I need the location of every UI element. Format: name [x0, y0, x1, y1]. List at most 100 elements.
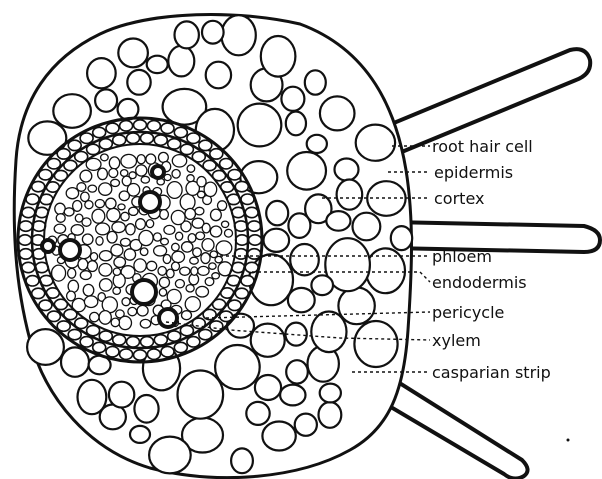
cell	[319, 402, 342, 428]
cell	[124, 249, 135, 260]
cell	[307, 135, 327, 153]
label-epidermis: epidermis	[434, 163, 513, 182]
xylem-vessel	[159, 309, 177, 327]
cell	[134, 350, 147, 360]
cell	[146, 220, 153, 228]
cell	[111, 318, 119, 327]
cell	[75, 214, 83, 222]
cell	[127, 70, 150, 95]
label-cortex: cortex	[434, 189, 484, 208]
cell	[209, 263, 216, 269]
cell	[154, 335, 167, 345]
cell	[320, 96, 355, 130]
cell	[245, 207, 258, 217]
cell	[68, 268, 76, 278]
cell	[22, 207, 35, 217]
cell	[163, 255, 171, 264]
cell	[147, 121, 160, 131]
cell	[335, 159, 359, 181]
cell	[195, 207, 204, 215]
cell	[128, 307, 137, 315]
cell	[176, 232, 183, 240]
cell	[187, 165, 195, 172]
cell	[182, 242, 193, 252]
cell	[141, 337, 154, 347]
label-pericycle: pericycle	[432, 303, 504, 322]
cell	[320, 384, 341, 403]
cell	[187, 133, 200, 143]
cell	[168, 46, 194, 77]
cell	[249, 235, 262, 245]
cell	[93, 127, 106, 137]
cell	[221, 15, 255, 55]
cell	[96, 237, 103, 246]
cell	[154, 246, 167, 256]
cell	[186, 285, 194, 292]
cell	[141, 133, 154, 143]
cell	[98, 168, 108, 180]
label-root-hair-cell: root hair cell	[432, 137, 533, 156]
cell	[161, 347, 174, 357]
cell	[161, 238, 169, 245]
cell	[261, 36, 296, 77]
cell	[286, 112, 306, 136]
cell	[212, 273, 220, 279]
cell	[101, 154, 109, 161]
label-endodermis: endodermis	[432, 273, 527, 292]
xylem-vessel	[140, 192, 160, 212]
cell	[134, 395, 158, 423]
cell	[196, 286, 209, 297]
cell	[185, 208, 196, 219]
xylem-vessel	[152, 166, 164, 178]
cell	[121, 154, 137, 168]
cell	[139, 230, 153, 245]
cell	[202, 239, 214, 252]
cell	[19, 221, 32, 231]
cell	[82, 234, 93, 245]
cell	[295, 414, 317, 436]
cell	[255, 375, 281, 400]
cell	[83, 284, 94, 296]
cell	[356, 125, 395, 161]
cell	[111, 244, 123, 256]
cell	[153, 233, 161, 241]
cell	[113, 268, 120, 275]
cell	[127, 133, 140, 143]
cell	[164, 225, 175, 234]
cell	[136, 219, 146, 230]
cell	[56, 214, 65, 223]
cell	[78, 380, 107, 414]
cell	[266, 201, 288, 225]
cell	[288, 288, 315, 312]
cell	[78, 259, 88, 270]
xylem-vessel	[60, 240, 80, 260]
cell	[95, 89, 117, 111]
cell	[285, 323, 306, 346]
labels: root hair cell epidermis cortex phloem e…	[432, 137, 551, 382]
cell	[149, 437, 191, 474]
cell	[113, 335, 126, 345]
cell	[245, 262, 258, 272]
cell	[158, 267, 166, 276]
cell	[22, 262, 35, 272]
cell	[248, 221, 261, 231]
cell	[147, 261, 157, 270]
cell	[205, 278, 214, 286]
cell	[52, 265, 66, 281]
cell	[27, 329, 64, 365]
cell	[106, 123, 119, 133]
xylem-vessel	[132, 280, 156, 304]
cell	[182, 311, 192, 320]
cell	[107, 231, 117, 243]
xylem-vessel	[42, 240, 54, 252]
cell	[198, 191, 205, 198]
cell	[100, 279, 113, 291]
cell	[206, 62, 231, 89]
cell	[61, 347, 89, 376]
cell	[225, 229, 233, 237]
cell	[19, 249, 32, 259]
cell	[178, 371, 224, 419]
cell	[280, 385, 305, 406]
cell	[202, 21, 224, 44]
cell	[129, 172, 136, 179]
